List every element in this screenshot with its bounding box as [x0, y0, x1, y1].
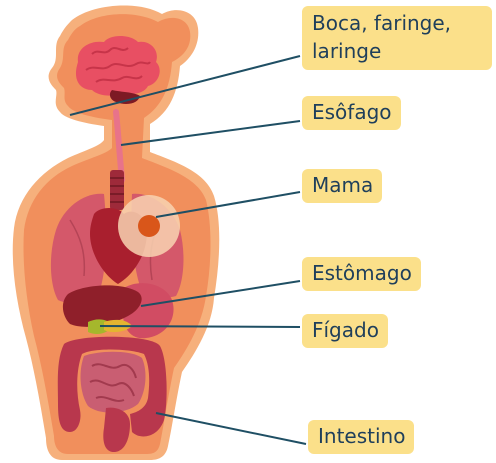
- brain: [76, 36, 160, 96]
- breast-core: [138, 215, 160, 237]
- label-boca-faringe-laringe: Boca, faringe, laringe: [302, 6, 492, 70]
- trachea: [110, 170, 124, 210]
- label-estomago: Estômago: [302, 257, 421, 291]
- leader-line-intestino: [156, 413, 306, 444]
- leader-line-figado: [100, 326, 300, 327]
- label-figado: Fígado: [302, 314, 388, 348]
- label-mama: Mama: [302, 169, 382, 203]
- label-intestino: Intestino: [308, 420, 414, 454]
- label-esofago: Esôfago: [302, 96, 401, 130]
